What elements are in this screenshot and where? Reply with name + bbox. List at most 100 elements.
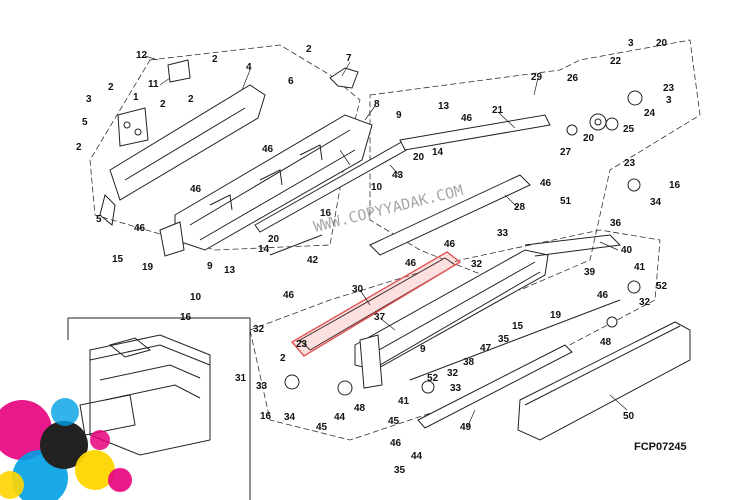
label-3c: 3 — [666, 95, 672, 106]
label-2c: 2 — [108, 82, 114, 93]
label-15b: 15 — [512, 321, 524, 332]
label-32b: 32 — [639, 297, 651, 308]
label-32a: 32 — [471, 259, 483, 270]
label-16c: 16 — [669, 180, 681, 191]
label-46i: 46 — [597, 290, 609, 301]
label-46b: 46 — [262, 144, 274, 155]
label-2d: 2 — [188, 94, 194, 105]
main-frame-43 — [159, 114, 373, 257]
label-27: 27 — [560, 147, 572, 158]
copier-inset — [67, 317, 251, 500]
label-16d: 16 — [260, 411, 272, 422]
label-16a: 16 — [320, 208, 332, 219]
label-7: 7 — [346, 53, 352, 64]
label-14b: 14 — [258, 244, 270, 255]
label-46h: 46 — [405, 258, 417, 269]
leader-lines — [144, 55, 628, 429]
label-5b: 5 — [96, 214, 102, 225]
frame-rail-4 — [99, 84, 266, 226]
label-22: 22 — [610, 56, 622, 67]
label-23b: 23 — [624, 158, 636, 169]
label-40: 40 — [621, 245, 633, 256]
label-46d: 46 — [134, 223, 146, 234]
cmyk-logo — [0, 398, 132, 500]
roller-21 — [399, 114, 551, 151]
label-35a: 35 — [498, 334, 510, 345]
gear-set-lower — [284, 280, 641, 396]
label-30: 30 — [352, 284, 364, 295]
label-2a: 2 — [212, 54, 218, 65]
label-38: 38 — [463, 357, 475, 368]
label-19a: 19 — [142, 262, 154, 273]
label-3b: 3 — [628, 38, 634, 49]
lower-assembly-outline — [249, 229, 661, 441]
label-20b: 20 — [268, 234, 280, 245]
label-46c: 46 — [190, 184, 202, 195]
label-20a: 20 — [413, 152, 425, 163]
label-2f: 2 — [76, 142, 82, 153]
label-51: 51 — [560, 196, 572, 207]
label-46f: 46 — [540, 178, 552, 189]
diagram-code: FCP07245 — [634, 441, 687, 453]
label-44a: 44 — [334, 412, 346, 423]
label-23c: 23 — [296, 339, 308, 350]
label-52b: 52 — [427, 373, 439, 384]
label-15a: 15 — [112, 254, 124, 265]
label-23a: 23 — [663, 83, 675, 94]
label-11: 11 — [148, 79, 159, 90]
lower-frame-37 — [354, 249, 549, 389]
label-47: 47 — [480, 343, 492, 354]
label-35b: 35 — [394, 465, 406, 476]
label-24: 24 — [644, 108, 656, 119]
label-21: 21 — [492, 105, 504, 116]
label-52a: 52 — [656, 281, 668, 292]
label-8: 8 — [374, 99, 380, 110]
label-48b: 48 — [354, 403, 366, 414]
guide-30-highlight — [290, 251, 462, 357]
bracket-11 — [167, 59, 191, 83]
label-9a: 9 — [396, 110, 402, 121]
label-9b: 9 — [207, 261, 213, 272]
label-28: 28 — [514, 202, 526, 213]
shaft-42 — [269, 234, 323, 256]
label-10b: 10 — [190, 292, 202, 303]
label-32c: 32 — [253, 324, 265, 335]
label-3: 3 — [86, 94, 92, 105]
label-33b: 33 — [256, 381, 268, 392]
plate-40 — [524, 234, 622, 257]
label-46e: 46 — [283, 290, 295, 301]
label-37: 37 — [374, 312, 386, 323]
label-46g: 46 — [444, 239, 456, 250]
gear-set-right — [566, 90, 643, 192]
roller-49 — [417, 344, 573, 429]
label-33c: 33 — [450, 383, 462, 394]
label-34b: 34 — [284, 412, 296, 423]
label-10a: 10 — [371, 182, 383, 193]
label-1: 1 — [133, 92, 139, 103]
label-4: 4 — [246, 62, 252, 73]
label-36: 36 — [610, 218, 622, 229]
label-13b: 13 — [224, 265, 236, 276]
label-31: 31 — [235, 373, 247, 384]
label-20d: 20 — [583, 133, 595, 144]
label-26: 26 — [567, 73, 579, 84]
label-12: 12 — [136, 50, 148, 61]
label-41a: 41 — [634, 262, 646, 273]
label-6: 6 — [288, 76, 294, 87]
label-39: 39 — [584, 267, 596, 278]
label-19b: 19 — [550, 310, 562, 321]
label-49: 49 — [460, 422, 472, 433]
label-41b: 41 — [398, 396, 410, 407]
label-25: 25 — [623, 124, 635, 135]
label-29: 29 — [531, 72, 543, 83]
label-43: 43 — [392, 170, 404, 181]
label-2e: 2 — [160, 99, 166, 110]
label-13a: 13 — [438, 101, 450, 112]
plate-28 — [369, 174, 531, 256]
bracket-7 — [329, 67, 359, 89]
label-45a: 45 — [316, 422, 328, 433]
label-42: 42 — [307, 255, 319, 266]
label-32d: 32 — [447, 368, 459, 379]
